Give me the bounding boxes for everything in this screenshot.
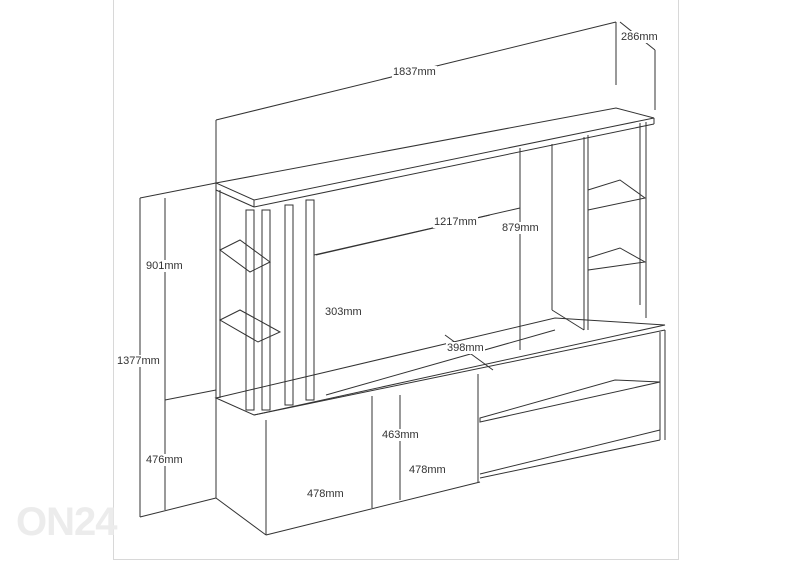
dim-slat-width: 303mm [324, 306, 363, 318]
dim-door-width-left: 478mm [306, 488, 345, 500]
dim-lower-height: 476mm [145, 454, 184, 466]
dim-door-width-right: 478mm [408, 464, 447, 476]
dim-total-height: 1377mm [116, 355, 161, 367]
watermark-logo: ON24 [16, 500, 117, 544]
dim-total-width: 1837mm [392, 66, 437, 78]
dim-depth: 286mm [620, 31, 659, 43]
drawing-frame [113, 0, 679, 560]
dim-door-height: 463mm [381, 429, 420, 441]
dim-upper-height: 901mm [145, 260, 184, 272]
dim-base-depth: 398mm [446, 342, 485, 354]
dim-inner-height: 879mm [501, 222, 540, 234]
dim-inner-width: 1217mm [433, 216, 478, 228]
